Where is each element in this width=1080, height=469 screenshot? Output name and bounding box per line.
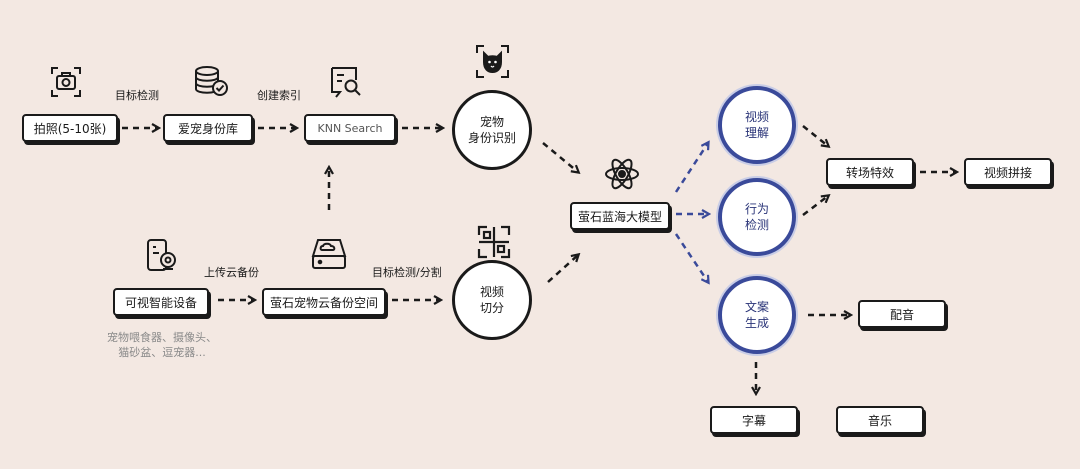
photo-node: 拍照(5-10张) <box>22 114 118 142</box>
video-understand-node: 视频理解 <box>718 86 796 164</box>
video-understand-label-1: 视频 <box>744 110 769 124</box>
stitch-label: 视频拼接 <box>983 165 1032 180</box>
database-check-icon <box>195 66 228 96</box>
cloud-node: 萤石宠物云备份空间 <box>262 288 386 316</box>
copy-node: 文案生成 <box>718 276 796 354</box>
atom-icon <box>605 158 639 190</box>
edge-label-detect-split: 目标检测/分割 <box>372 266 442 279</box>
split-label-1: 视频 <box>479 285 504 299</box>
transition-node: 转场特效 <box>826 158 914 186</box>
arrow-model-copy <box>674 233 708 282</box>
split-node: 视频切分 <box>452 260 532 340</box>
arrow-split-model <box>547 255 578 283</box>
camera-icon <box>51 67 81 97</box>
device-label: 可视智能设备 <box>124 295 197 310</box>
arrow-id-model <box>542 142 578 172</box>
split-label-2: 切分 <box>479 301 504 315</box>
stitch-node: 视频拼接 <box>964 158 1052 186</box>
pet-id-node: 宠物身份识别 <box>452 90 532 170</box>
edge-label-index: 创建索引 <box>257 89 301 102</box>
pet-db-node: 爱宠身份库 <box>163 114 253 142</box>
edge-label-upload: 上传云备份 <box>204 266 259 279</box>
copy-label-1: 文案 <box>744 300 769 314</box>
pet-face-icon <box>476 45 509 78</box>
video-understand-label-2: 理解 <box>744 126 769 140</box>
split-frame-icon <box>477 225 511 259</box>
photo-label: 拍照(5-10张) <box>33 121 107 136</box>
cloud-label: 萤石宠物云备份空间 <box>269 295 378 310</box>
device-node: 可视智能设备 <box>113 288 209 316</box>
copy-label-2: 生成 <box>744 316 769 330</box>
device-note-line-1: 宠物喂食器、摄像头、 <box>107 331 217 344</box>
arrow-behavior-transition <box>802 196 828 216</box>
dubbing-node: 配音 <box>858 300 946 328</box>
pet-db-label: 爱宠身份库 <box>177 121 238 136</box>
behavior-label-2: 检测 <box>744 218 769 232</box>
arrow-video-transition <box>802 125 828 146</box>
behavior-label-1: 行为 <box>744 202 769 216</box>
subtitle-node: 字幕 <box>710 406 798 434</box>
pet-id-label-1: 宠物 <box>479 115 504 129</box>
dubbing-label: 配音 <box>889 307 914 322</box>
search-doc-icon <box>331 67 361 98</box>
device-camera-icon <box>147 239 176 271</box>
model-node: 萤石蓝海大模型 <box>570 202 670 230</box>
subtitle-label: 字幕 <box>741 413 766 428</box>
arrow-model-video <box>674 143 708 193</box>
music-node: 音乐 <box>836 406 924 434</box>
music-label: 音乐 <box>867 413 892 428</box>
knn-node: KNN Search <box>304 114 396 142</box>
behavior-node: 行为检测 <box>718 178 796 256</box>
pet-id-label-2: 身份识别 <box>467 131 516 145</box>
edge-label-detect: 目标检测 <box>115 89 159 102</box>
cloud-drive-icon <box>311 239 347 269</box>
knn-label: KNN Search <box>317 121 383 135</box>
transition-label: 转场特效 <box>845 165 894 180</box>
model-label: 萤石蓝海大模型 <box>577 209 662 224</box>
device-note-line-2: 猫砂盆、逗宠器... <box>118 346 206 359</box>
device-note: 宠物喂食器、摄像头、 猫砂盆、逗宠器... <box>92 330 232 360</box>
